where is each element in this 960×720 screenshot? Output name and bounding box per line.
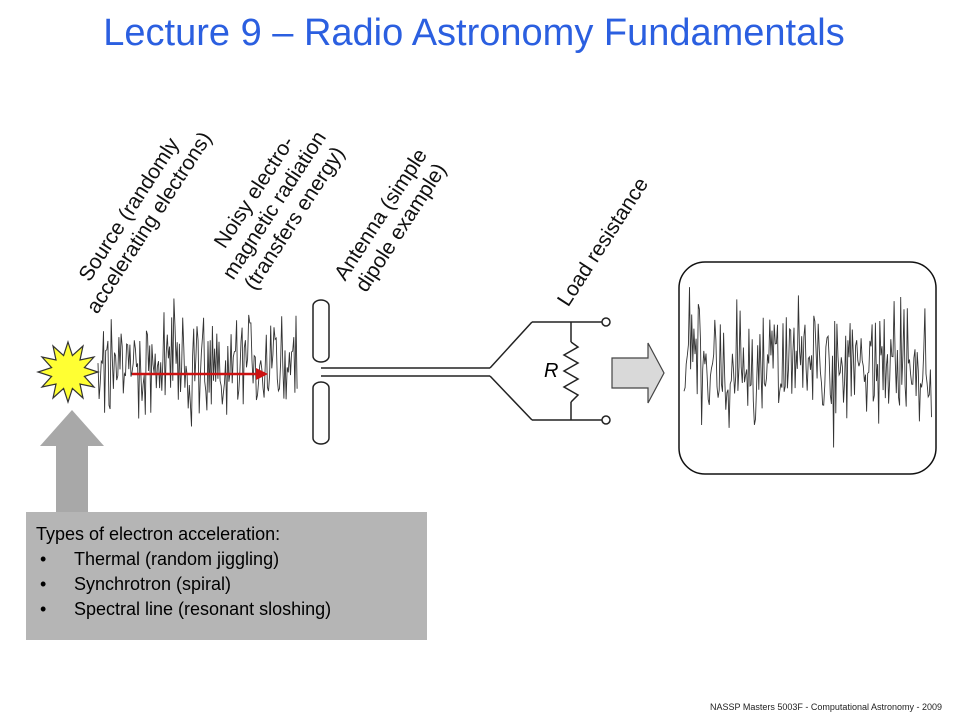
source-star-icon bbox=[36, 340, 100, 404]
box-heading: Types of electron acceleration: bbox=[36, 524, 281, 544]
dipole-antenna bbox=[312, 299, 611, 445]
output-waveform bbox=[683, 287, 932, 448]
acceleration-types-box: Types of electron acceleration: Thermal … bbox=[26, 512, 427, 640]
propagation-arrow-head bbox=[256, 368, 268, 380]
resistor-symbol bbox=[562, 341, 580, 403]
output-arrow bbox=[611, 342, 665, 404]
box-item-thermal: Thermal (random jiggling) bbox=[36, 547, 417, 572]
box-item-spectral-line: Spectral line (resonant sloshing) bbox=[36, 597, 417, 622]
output-display bbox=[678, 261, 937, 475]
terminal-bottom bbox=[601, 415, 611, 425]
noise-waveform bbox=[97, 298, 298, 427]
box-item-synchrotron: Synchrotron (spiral) bbox=[36, 572, 417, 597]
slide-title: Lecture 9 – Radio Astronomy Fundamentals bbox=[103, 12, 845, 54]
terminal-top bbox=[601, 317, 611, 327]
resistor-label: R bbox=[544, 360, 559, 382]
up-arrow bbox=[40, 410, 104, 512]
footer: NASSP Masters 5003F - Computational Astr… bbox=[710, 702, 942, 712]
